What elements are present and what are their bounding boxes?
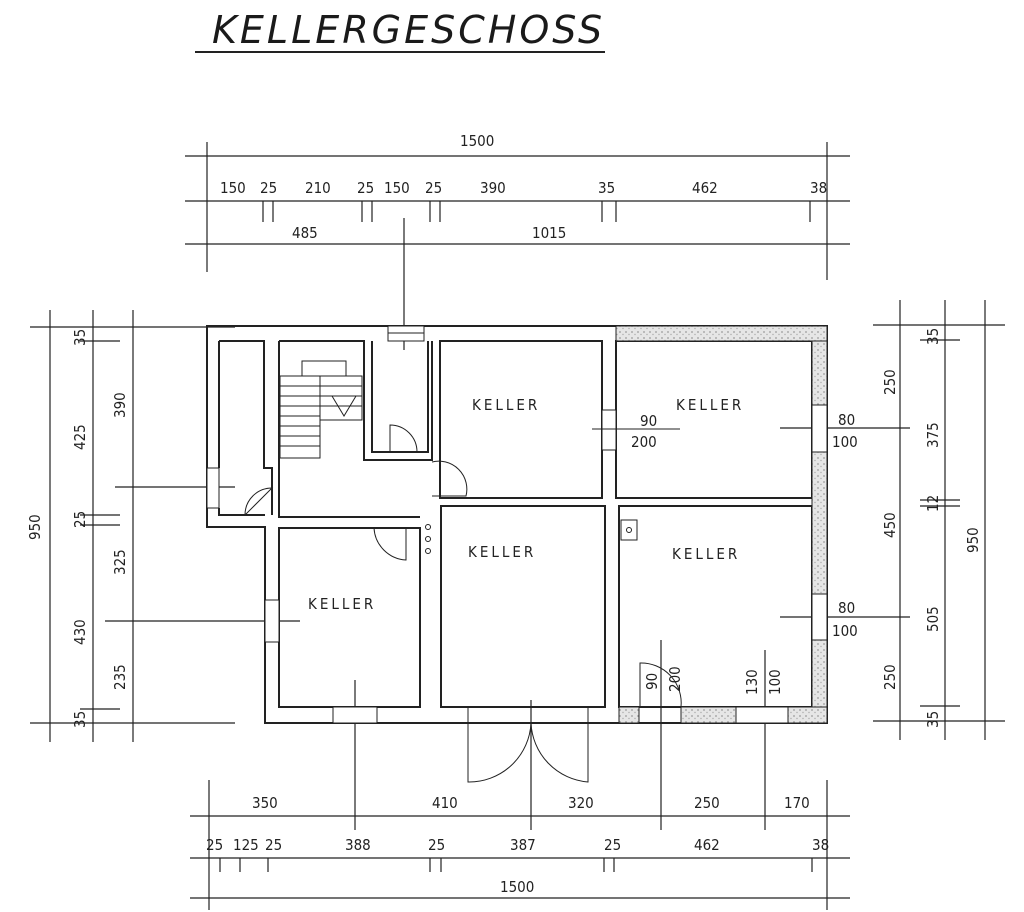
dim-top-overall: 1500 xyxy=(460,132,494,150)
opening-height: 100 xyxy=(832,622,858,640)
dim-left-seg: 235 xyxy=(111,664,129,690)
dim-right-seg: 505 xyxy=(924,606,942,632)
dim-top-seg: 150 xyxy=(384,179,410,197)
dimension-lines-bottom xyxy=(190,640,850,910)
room-label: KELLER xyxy=(472,396,540,414)
dim-top-seg: 25 xyxy=(425,179,442,197)
dim-right-seg: 12 xyxy=(924,495,942,512)
dim-top-seg: 25 xyxy=(357,179,374,197)
dim-bottom-seg: 250 xyxy=(694,794,720,812)
dim-right-seg: 35 xyxy=(924,711,942,728)
door-swing-right xyxy=(530,707,589,783)
stair-direction-arrow-icon xyxy=(331,395,357,417)
dim-bottom-seg: 410 xyxy=(432,794,458,812)
room-label: KELLER xyxy=(308,595,376,613)
title-underline xyxy=(195,51,605,53)
doors xyxy=(244,409,682,783)
dim-bottom-seg: 320 xyxy=(568,794,594,812)
opening-width: 80 xyxy=(838,411,855,429)
dim-bottom-seg: 388 xyxy=(345,836,371,854)
dim-bottom-seg: 387 xyxy=(510,836,536,854)
dim-left-seg: 425 xyxy=(71,424,89,450)
dim-left-overall: 950 xyxy=(26,514,44,540)
dim-left-seg: 325 xyxy=(111,549,129,575)
dim-bottom-seg: 350 xyxy=(252,794,278,812)
dimension-lines-top xyxy=(185,142,850,350)
door-swing-left xyxy=(467,707,532,783)
dim-bottom-seg: 125 xyxy=(233,836,259,854)
dim-bottom-seg: 462 xyxy=(694,836,720,854)
opening-height: 100 xyxy=(832,433,858,451)
dim-top-seg: 390 xyxy=(480,179,506,197)
dim-right-overall: 950 xyxy=(964,527,982,553)
dim-bottom-overall: 1500 xyxy=(500,878,534,896)
dim-right-seg: 450 xyxy=(881,512,899,538)
dim-bottom-seg: 25 xyxy=(428,836,445,854)
opening-height: 200 xyxy=(631,433,657,451)
dim-left-seg: 25 xyxy=(71,511,89,528)
dim-bottom-seg: 25 xyxy=(604,836,621,854)
dim-right-seg: 375 xyxy=(924,422,942,448)
dim-top-seg: 485 xyxy=(292,224,318,242)
dim-bottom-seg: 38 xyxy=(812,836,829,854)
room-label: KELLER xyxy=(672,545,740,563)
door-swing xyxy=(639,662,682,708)
room-label: KELLER xyxy=(676,396,744,414)
windows xyxy=(206,325,828,724)
dim-left-seg: 35 xyxy=(71,711,89,728)
insulated-walls xyxy=(615,325,828,724)
dim-left-seg: 390 xyxy=(111,392,129,418)
dim-top-seg: 150 xyxy=(220,179,246,197)
dim-left-seg: 430 xyxy=(71,619,89,645)
dim-top-seg: 25 xyxy=(260,179,277,197)
dimension-lines-right xyxy=(780,300,1005,740)
dim-right-seg: 250 xyxy=(881,369,899,395)
door-swing xyxy=(389,424,418,453)
dim-top-seg: 210 xyxy=(305,179,331,197)
opening-width: 90 xyxy=(643,673,661,690)
dim-top-seg: 38 xyxy=(810,179,827,197)
room-label: KELLER xyxy=(468,543,536,561)
opening-width: 130 xyxy=(743,669,761,695)
door-swing xyxy=(431,460,468,497)
dim-bottom-seg: 25 xyxy=(206,836,223,854)
dim-top-seg: 462 xyxy=(692,179,718,197)
dimension-lines-left xyxy=(30,310,300,742)
opening-width: 80 xyxy=(838,599,855,617)
dim-top-seg: 1015 xyxy=(532,224,566,242)
door-swing xyxy=(373,527,407,561)
dim-left-seg: 35 xyxy=(71,329,89,346)
dim-bottom-seg: 170 xyxy=(784,794,810,812)
door-swing xyxy=(244,487,274,516)
dim-right-seg: 250 xyxy=(881,664,899,690)
opening-width: 90 xyxy=(640,412,657,430)
opening-height: 200 xyxy=(666,666,684,692)
drawing-title: KELLERGESCHOSS xyxy=(212,8,606,52)
dim-right-seg: 35 xyxy=(924,328,942,345)
dim-top-seg: 35 xyxy=(598,179,615,197)
dim-bottom-seg: 25 xyxy=(265,836,282,854)
opening-height: 100 xyxy=(766,669,784,695)
staircase xyxy=(279,360,363,459)
